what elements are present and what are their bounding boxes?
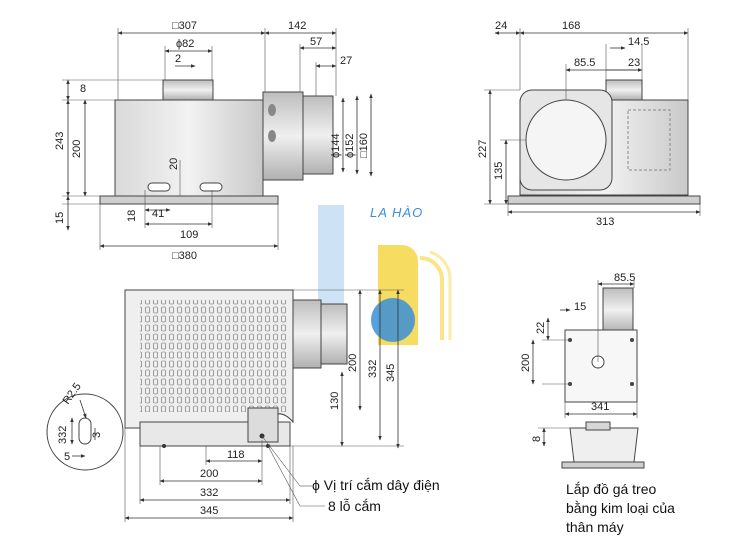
dim-341: 341	[591, 401, 609, 413]
dim-243: 243	[54, 132, 66, 150]
legend-wire-position: ϕ Vị trí cắm dây điện	[312, 477, 440, 493]
front-clip-lower	[268, 130, 276, 142]
dim-24: 24	[495, 20, 507, 32]
dim-18: 18	[126, 210, 138, 222]
dim-200-v: 200	[347, 354, 359, 372]
dim-41: 41	[152, 208, 164, 220]
dim-5: 5	[64, 451, 70, 463]
dim-200-h: 200	[200, 468, 218, 480]
caption-line-2: bằng kim loại của	[566, 500, 675, 516]
dim-345-v: 345	[385, 364, 397, 382]
front-top-collar	[162, 79, 214, 101]
dim-14-5: 14.5	[628, 36, 649, 48]
side-view: 24 168 14.5 85.5 23 227 135 313	[477, 20, 701, 228]
dim-57: 57	[310, 36, 322, 48]
dim-345-h: 345	[200, 505, 218, 517]
dim-142: 142	[288, 20, 306, 32]
dim-109: 109	[180, 229, 198, 241]
side-top-collar	[605, 79, 643, 101]
dim-130: 130	[329, 392, 341, 410]
dim-135: 135	[493, 162, 505, 180]
dim-332-h: 332	[200, 487, 218, 499]
dim-227: 227	[477, 140, 489, 158]
dim-118: 118	[227, 449, 245, 461]
dim-20: 20	[168, 158, 180, 170]
dim-85-5-bracket: 85.5	[614, 272, 635, 284]
side-duct-opening	[525, 99, 607, 181]
dim-15: 15	[54, 212, 66, 224]
bracket-collar	[602, 287, 634, 333]
dim-313: 313	[596, 216, 614, 228]
dim-phi82: ϕ82	[176, 38, 194, 50]
dim-168: 168	[562, 20, 580, 32]
dim-332-detail: 332	[57, 426, 69, 444]
front-duct	[302, 95, 334, 175]
front-clip-upper	[268, 104, 276, 116]
dim-22: 22	[535, 322, 547, 334]
bottom-duct	[320, 303, 348, 365]
front-hanger-left	[147, 182, 171, 192]
front-hanger-right	[199, 182, 223, 192]
dim-8: 8	[80, 83, 86, 95]
side-motor-outline	[627, 109, 671, 171]
dim-sq380: □380	[172, 250, 197, 262]
caption-line-1: Lắp đồ gá treo	[566, 481, 657, 497]
dim-85-5: 85.5	[574, 57, 595, 69]
bottom-view: 130 200 332 345 118 200 332 345 ϕ Vị trí…	[124, 289, 440, 522]
front-grille-panel	[99, 195, 279, 205]
front-view: □307 ϕ82 2 142 57 27 8 243 200 20 15 18 …	[54, 20, 373, 262]
dim-200: 200	[71, 140, 83, 158]
dim-2: 2	[175, 53, 181, 65]
hole-detail: R2.5 332 3 5	[46, 381, 124, 471]
dim-sq307: □307	[172, 20, 197, 32]
dim-15-bracket: 15	[574, 301, 586, 313]
bottom-adapter	[292, 299, 322, 369]
dim-3: 3	[91, 432, 103, 438]
logo-blue-circle	[371, 298, 415, 342]
dim-phi152: ϕ152	[344, 133, 356, 158]
dim-27: 27	[340, 55, 352, 67]
dim-phi144: ϕ144	[330, 133, 342, 158]
caption-line-3: thân máy	[566, 519, 624, 535]
bracket-side-body	[569, 427, 639, 463]
bottom-grille-slots	[140, 300, 288, 412]
dim-8-bracket: 8	[531, 436, 543, 442]
side-grille-panel	[507, 195, 701, 205]
front-body	[114, 99, 264, 197]
dim-200-bracket: 200	[520, 354, 532, 372]
legend-mount-holes: 8 lỗ cắm	[328, 498, 381, 514]
dim-332-v: 332	[367, 360, 379, 378]
dim-sq160: □160	[358, 133, 370, 158]
logo-text: LA HÀO	[370, 205, 423, 220]
bracket-view: 85.5 15 22 200 341 8 Lắp đồ gá treo bằng…	[520, 272, 675, 535]
dim-23: 23	[628, 57, 640, 69]
detail-slot	[78, 417, 92, 445]
